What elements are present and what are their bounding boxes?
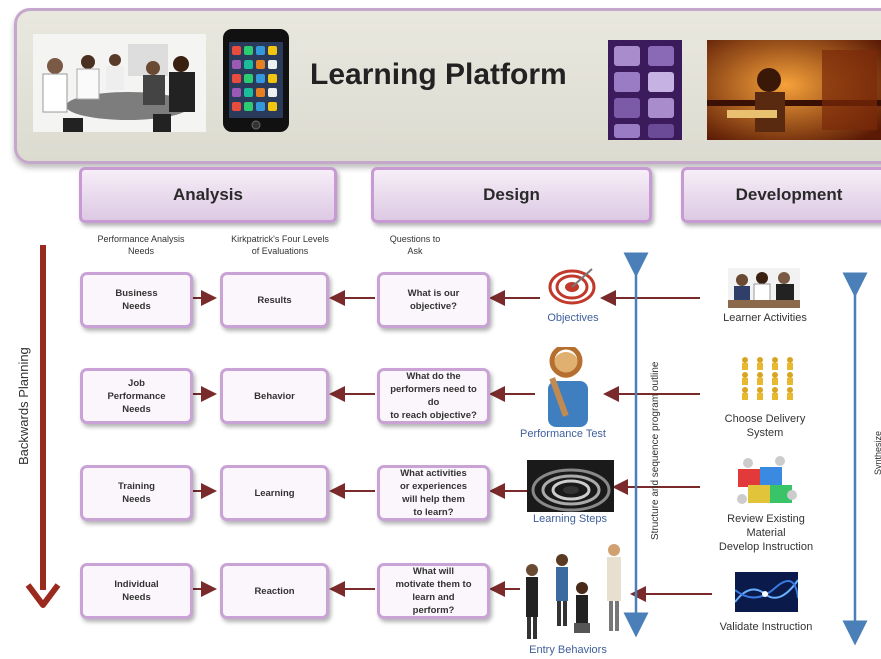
target-icon <box>548 263 598 305</box>
entry-behaviors-people <box>517 540 632 643</box>
col-header-performance-analysis: Performance Analysis Needs <box>97 234 185 256</box>
question-box-objective: What is our objective? <box>377 272 490 328</box>
question-box-performers: What do the performers need to do to rea… <box>377 368 490 424</box>
dev-label-review-develop: Review Existing Material Develop Instruc… <box>718 513 814 553</box>
learning-steps-photo <box>527 460 614 512</box>
performance-test-photo <box>536 347 602 427</box>
dev-label-delivery-system: Choose Delivery System <box>724 413 806 439</box>
dev-label-learner-activities: Learner Activities <box>723 312 807 324</box>
level-box-reaction: Reaction <box>220 563 329 619</box>
design-label-performance-test: Performance Test <box>519 428 606 440</box>
learner-activities-photo <box>728 268 800 308</box>
question-box-motivate: What will motivate them to learn and per… <box>377 563 490 619</box>
structure-sequence-label: Structure and sequence program outline <box>650 361 661 540</box>
level-box-learning: Learning <box>220 465 329 521</box>
synthesize-label: Synthesize <box>873 430 881 475</box>
col-header-questions: Questions to Ask <box>389 234 441 256</box>
need-box-business: Business Needs <box>80 272 193 328</box>
phase-analysis: Analysis <box>79 167 337 223</box>
need-box-training: Training Needs <box>80 465 193 521</box>
phase-design: Design <box>371 167 652 223</box>
backwards-planning-arrow-head <box>25 583 61 608</box>
design-label-learning-steps: Learning Steps <box>533 513 607 525</box>
banner-title: Learning Platform <box>310 58 567 91</box>
smartphone-photo <box>222 28 290 133</box>
library-photo <box>707 40 881 140</box>
puzzle-figures <box>734 455 798 507</box>
design-label-entry-behaviors: Entry Behaviors <box>529 644 607 656</box>
col-header-kirkpatrick: Kirkpatrick's Four Levels of Evaluations <box>231 234 329 256</box>
backwards-planning-label: Backwards Planning <box>16 347 31 465</box>
validate-instruction-photo <box>735 572 798 612</box>
dev-label-validate: Validate Instruction <box>719 621 813 633</box>
meeting-photo <box>33 34 206 132</box>
delivery-system-figures <box>738 355 798 405</box>
level-box-results: Results <box>220 272 329 328</box>
need-box-individual: Individual Needs <box>80 563 193 619</box>
level-box-behavior: Behavior <box>220 368 329 424</box>
phase-development: Development <box>681 167 881 223</box>
need-box-job-performance: Job Performance Needs <box>80 368 193 424</box>
keyboard-photo <box>608 40 682 140</box>
design-label-objectives: Objectives <box>547 312 599 324</box>
question-box-activities: What activities or experiences will help… <box>377 465 490 521</box>
